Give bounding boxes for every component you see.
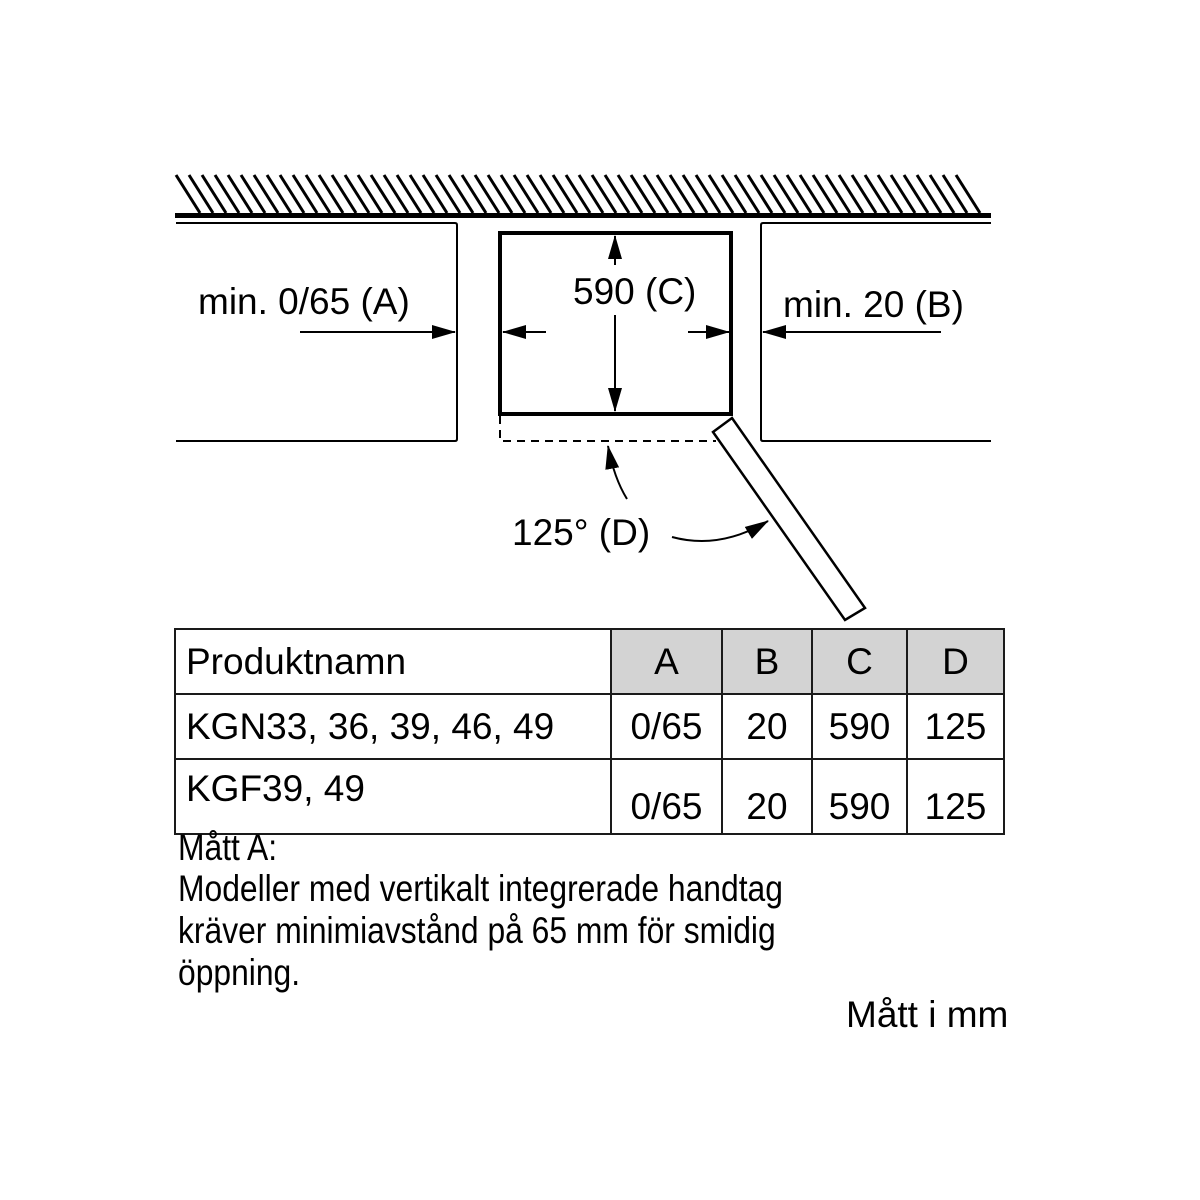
note-line: kräver minimiavstånd på 65 mm för smidig xyxy=(178,910,776,951)
note-line: öppning. xyxy=(178,952,301,993)
header-product: Produktnamn xyxy=(174,628,612,695)
table-header-row: Produktnamn A B C D xyxy=(174,628,1005,695)
installation-diagram xyxy=(174,174,991,622)
open-door xyxy=(711,416,867,622)
arc-d-left xyxy=(605,445,628,500)
header-c: C xyxy=(811,628,908,695)
cell-a: 0/65 xyxy=(610,758,723,835)
note-title: Mått A: xyxy=(178,827,278,868)
cell-product: KGN33, 36, 39, 46, 49 xyxy=(174,693,612,760)
table-row: KGN33, 36, 39, 46, 49 0/65 20 590 125 xyxy=(174,693,1005,760)
header-b: B xyxy=(721,628,813,695)
table-row: KGF39, 49 0/65 20 590 125 xyxy=(174,758,1005,835)
closed-door-outline xyxy=(499,416,716,442)
cell-product: KGF39, 49 xyxy=(174,758,612,835)
header-a: A xyxy=(610,628,723,695)
cell-d: 125 xyxy=(906,758,1005,835)
label-dimension-c: 590 (C) xyxy=(573,271,697,312)
label-dimension-b: min. 20 (B) xyxy=(783,284,964,325)
cell-c: 590 xyxy=(811,693,908,760)
dimension-table: Produktnamn A B C D KGN33, 36, 39, 46, 4… xyxy=(174,628,1005,835)
header-d: D xyxy=(906,628,1005,695)
right-cabinet xyxy=(760,222,991,442)
appliance-body xyxy=(498,231,733,416)
units-label: Mått i mm xyxy=(846,994,1009,1035)
cell-b: 20 xyxy=(721,693,813,760)
label-dimension-a: min. 0/65 (A) xyxy=(198,281,410,322)
wall-hatching xyxy=(174,174,982,214)
cell-b: 20 xyxy=(721,758,813,835)
cell-c: 590 xyxy=(811,758,908,835)
cell-d: 125 xyxy=(906,693,1005,760)
left-cabinet xyxy=(176,222,458,442)
note-line: Modeller med vertikalt integrerade handt… xyxy=(178,868,783,909)
label-dimension-d: 125° (D) xyxy=(512,512,651,553)
wall-line xyxy=(175,213,991,218)
arc-d-right xyxy=(671,520,769,542)
cell-a: 0/65 xyxy=(610,693,723,760)
